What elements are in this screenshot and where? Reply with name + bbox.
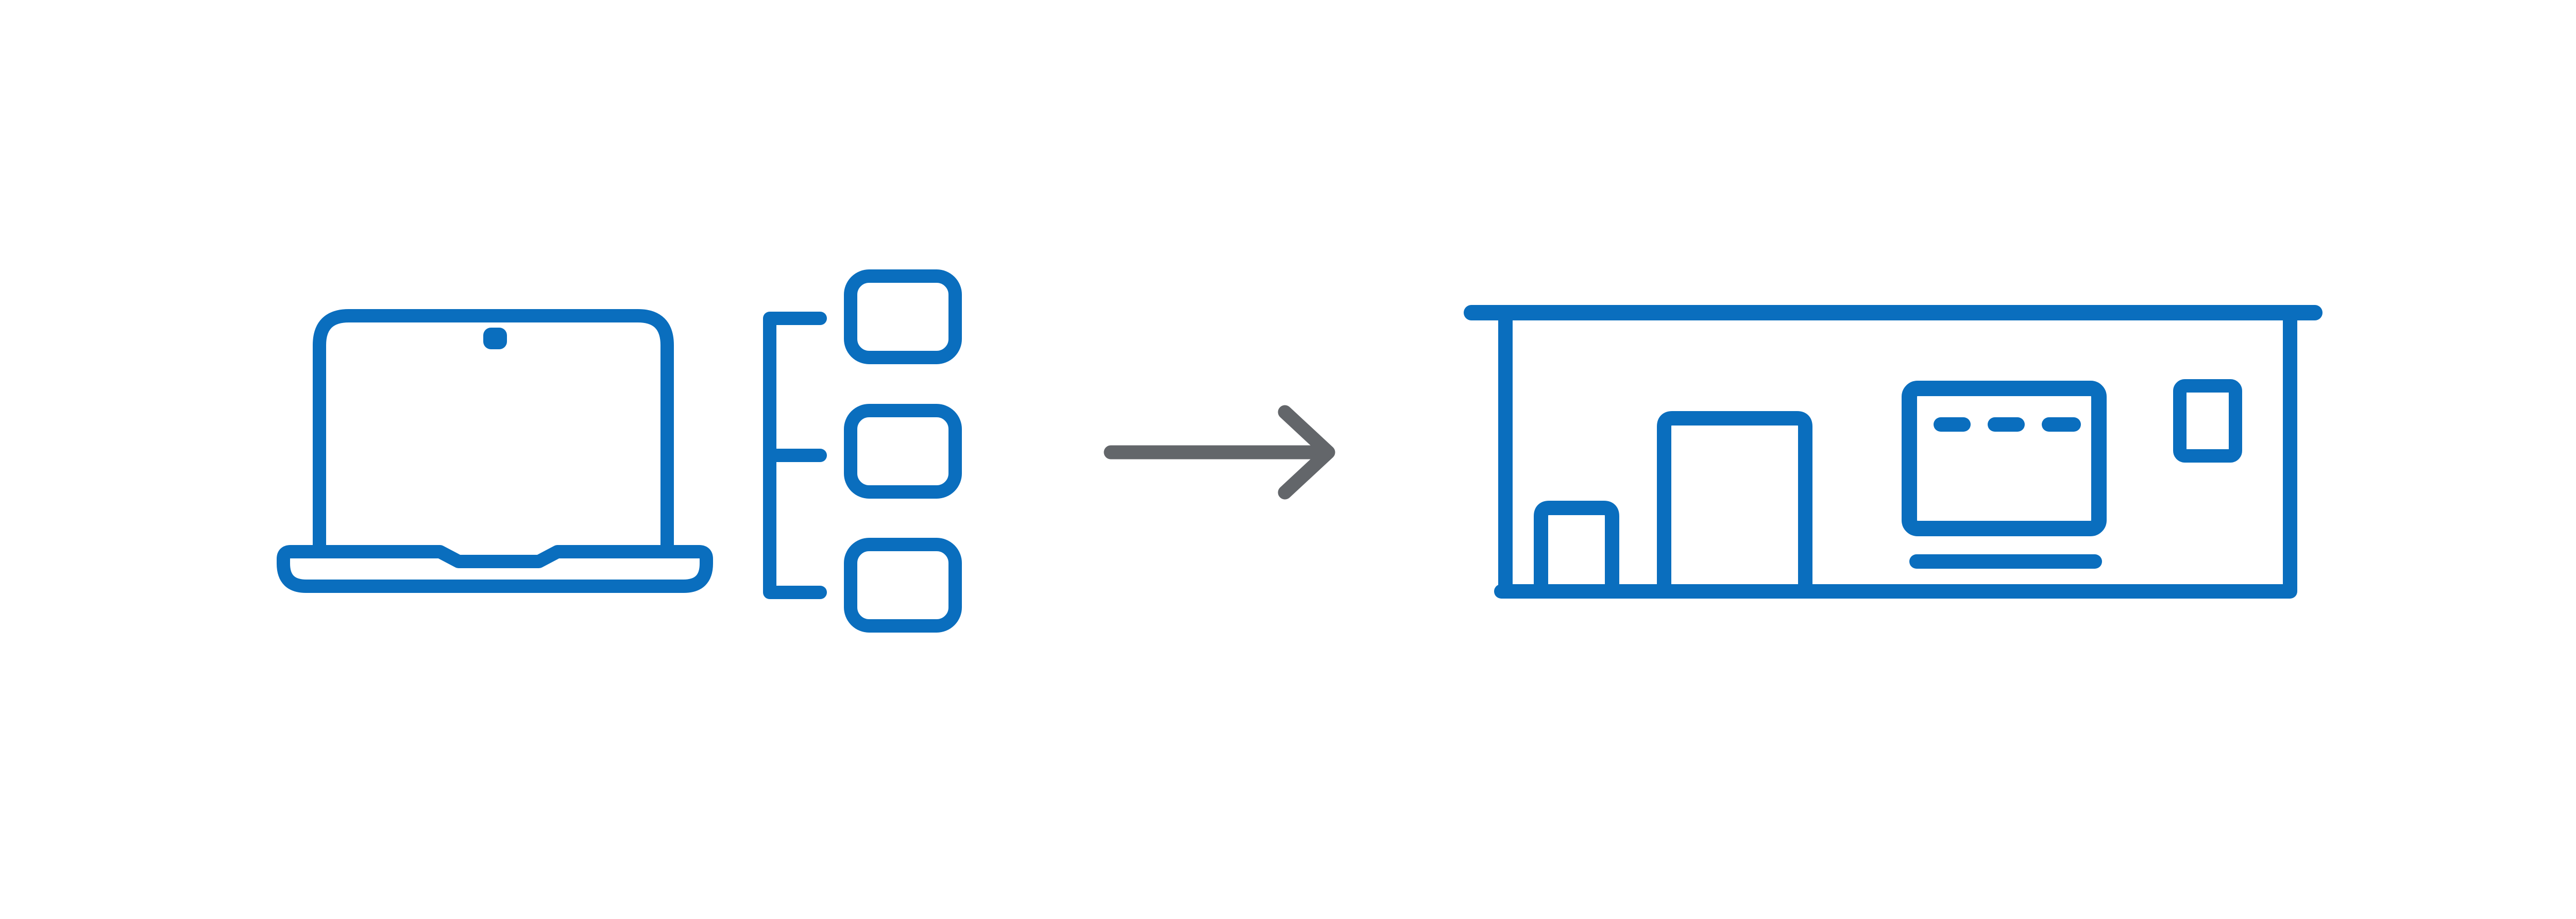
tree-box-1 [844,269,962,364]
signboard-dash-1 [1934,417,1971,432]
tree-bracket-line [763,312,827,599]
arrow-head [1278,405,1335,500]
storefront-icon [1464,305,2323,599]
store-door [1657,411,1812,591]
store-signboard [1902,381,2107,536]
right-arrow-icon [1104,405,1335,500]
tree-box-3 [844,538,962,633]
laptop-camera-icon [483,328,507,349]
list-tree-icon [763,269,962,633]
laptop-icon [277,309,713,593]
signboard-dash-2 [1988,417,2025,432]
store-crate [1534,501,1619,591]
laptop-screen-outline [313,309,674,548]
laptop-base-outline [277,545,713,593]
signboard-dash-3 [2042,417,2081,432]
store-window [2173,379,2242,463]
tree-box-2 [844,404,962,499]
